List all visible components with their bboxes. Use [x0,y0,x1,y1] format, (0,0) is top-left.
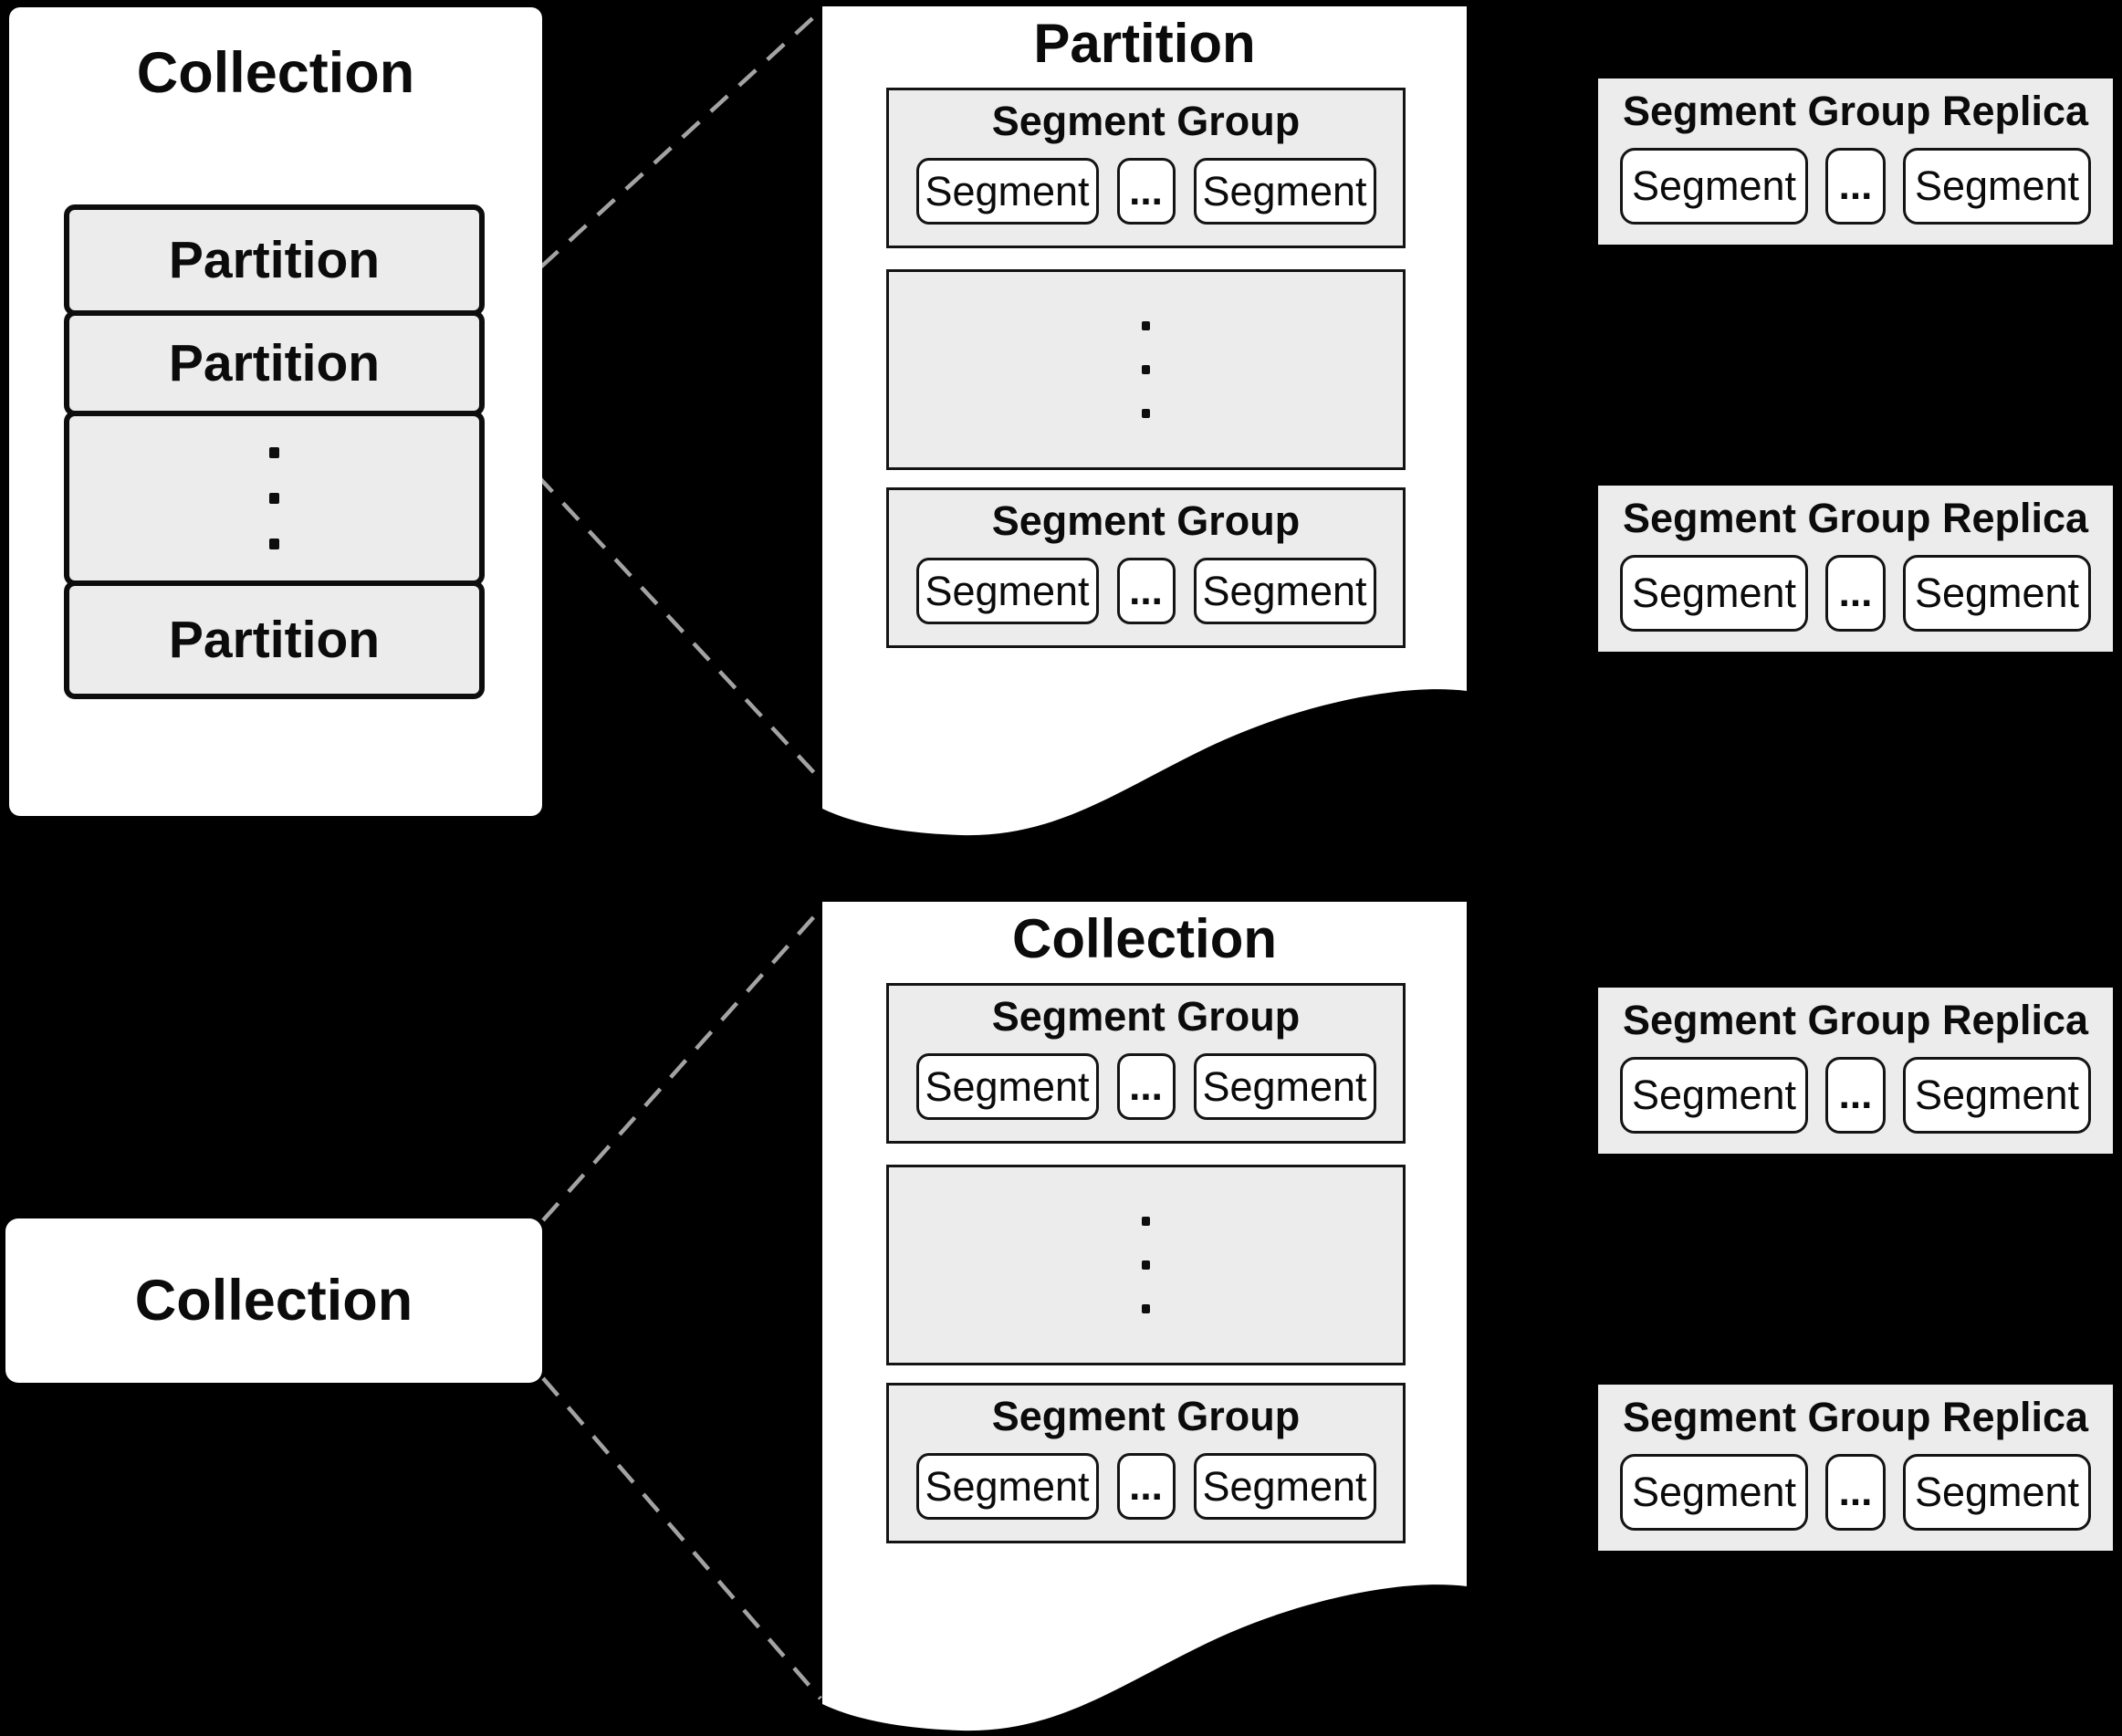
segment-row: Segment ... Segment [1620,148,2091,225]
connector-dashed-line [541,1376,822,1700]
segment-row: Segment ... Segment [1620,1454,2091,1531]
document-title: Collection [1011,908,1277,969]
segment-box: Segment [915,1053,1099,1120]
replica-title: Segment Group Replica [1622,997,2089,1043]
ellipsis-box: ... [1116,1453,1176,1520]
segment-group: Segment Group Segment ... Segment [886,1383,1406,1543]
partition-label: Partition [168,231,381,289]
ellipsis-box: ... [1116,158,1176,225]
document-title: Partition [1033,13,1256,74]
more-partitions-placeholder [64,411,485,586]
collection-pill-label: Collection [134,1269,413,1333]
ellipsis-box: ... [1825,148,1886,225]
segment-group: Segment Group Segment ... Segment [886,88,1406,248]
collection-card-title: Collection [136,41,415,105]
segment-group-replica: Segment Group Replica Segment ... Segmen… [1598,486,2113,652]
partition-stack: Partition Partition Partition [64,204,485,699]
segment-box: Segment [1903,1057,2091,1134]
segment-box: Segment [1193,1453,1376,1520]
segment-group-replica: Segment Group Replica Segment ... Segmen… [1598,988,2113,1154]
segment-row: Segment ... Segment [915,558,1376,624]
vertical-ellipsis-icon [269,447,279,549]
segment-row: Segment ... Segment [1620,555,2091,632]
segment-box: Segment [1193,158,1376,225]
segment-box: Segment [1620,148,1808,225]
collection-card: Collection Partition Partition Partition [9,7,542,816]
segment-box: Segment [1620,555,1808,632]
replica-title: Segment Group Replica [1622,495,2089,541]
partition-row: Partition [64,580,485,699]
segment-group: Segment Group Segment ... Segment [886,487,1406,648]
ellipsis-box: ... [1825,1454,1886,1531]
partition-label: Partition [168,334,381,392]
segment-box: Segment [1903,555,2091,632]
segment-group-replica: Segment Group Replica Segment ... Segmen… [1598,78,2113,245]
partition-label: Partition [168,611,381,669]
ellipsis-box: ... [1825,1057,1886,1134]
segment-box: Segment [915,1453,1099,1520]
ellipsis-box: ... [1825,555,1886,632]
partition-row: Partition [64,310,485,416]
segment-group-replica: Segment Group Replica Segment ... Segmen… [1598,1385,2113,1551]
segment-box: Segment [915,558,1099,624]
segment-group: Segment Group Segment ... Segment [886,983,1406,1144]
segment-group-title: Segment Group [991,993,1301,1040]
partition-row: Partition [64,204,485,316]
vertical-ellipsis-icon [1142,1217,1150,1313]
replica-title: Segment Group Replica [1622,88,2089,134]
replica-title: Segment Group Replica [1622,1394,2089,1440]
collection-detail-document: Collection Segment Group Segment ... Seg… [822,902,1467,1736]
segment-row: Segment ... Segment [1620,1057,2091,1134]
partition-detail-document: Partition Segment Group Segment ... Segm… [822,6,1467,869]
segment-box: Segment [1193,1053,1376,1120]
more-segment-groups-placeholder [886,269,1406,470]
vertical-ellipsis-icon [1142,321,1150,418]
ellipsis-box: ... [1116,1053,1176,1120]
segment-group-title: Segment Group [991,497,1301,544]
segment-row: Segment ... Segment [915,1053,1376,1120]
more-segment-groups-placeholder [886,1165,1406,1365]
segment-group-title: Segment Group [991,1393,1301,1439]
segment-box: Segment [915,158,1099,225]
segment-group-title: Segment Group [991,98,1301,144]
segment-box: Segment [1620,1057,1808,1134]
segment-row: Segment ... Segment [915,1453,1376,1520]
collection-pill: Collection [5,1218,542,1383]
segment-row: Segment ... Segment [915,158,1376,225]
segment-box: Segment [1620,1454,1808,1531]
segment-box: Segment [1193,558,1376,624]
ellipsis-box: ... [1116,558,1176,624]
connector-dashed-line [541,905,825,1222]
segment-box: Segment [1903,148,2091,225]
segment-box: Segment [1903,1454,2091,1531]
